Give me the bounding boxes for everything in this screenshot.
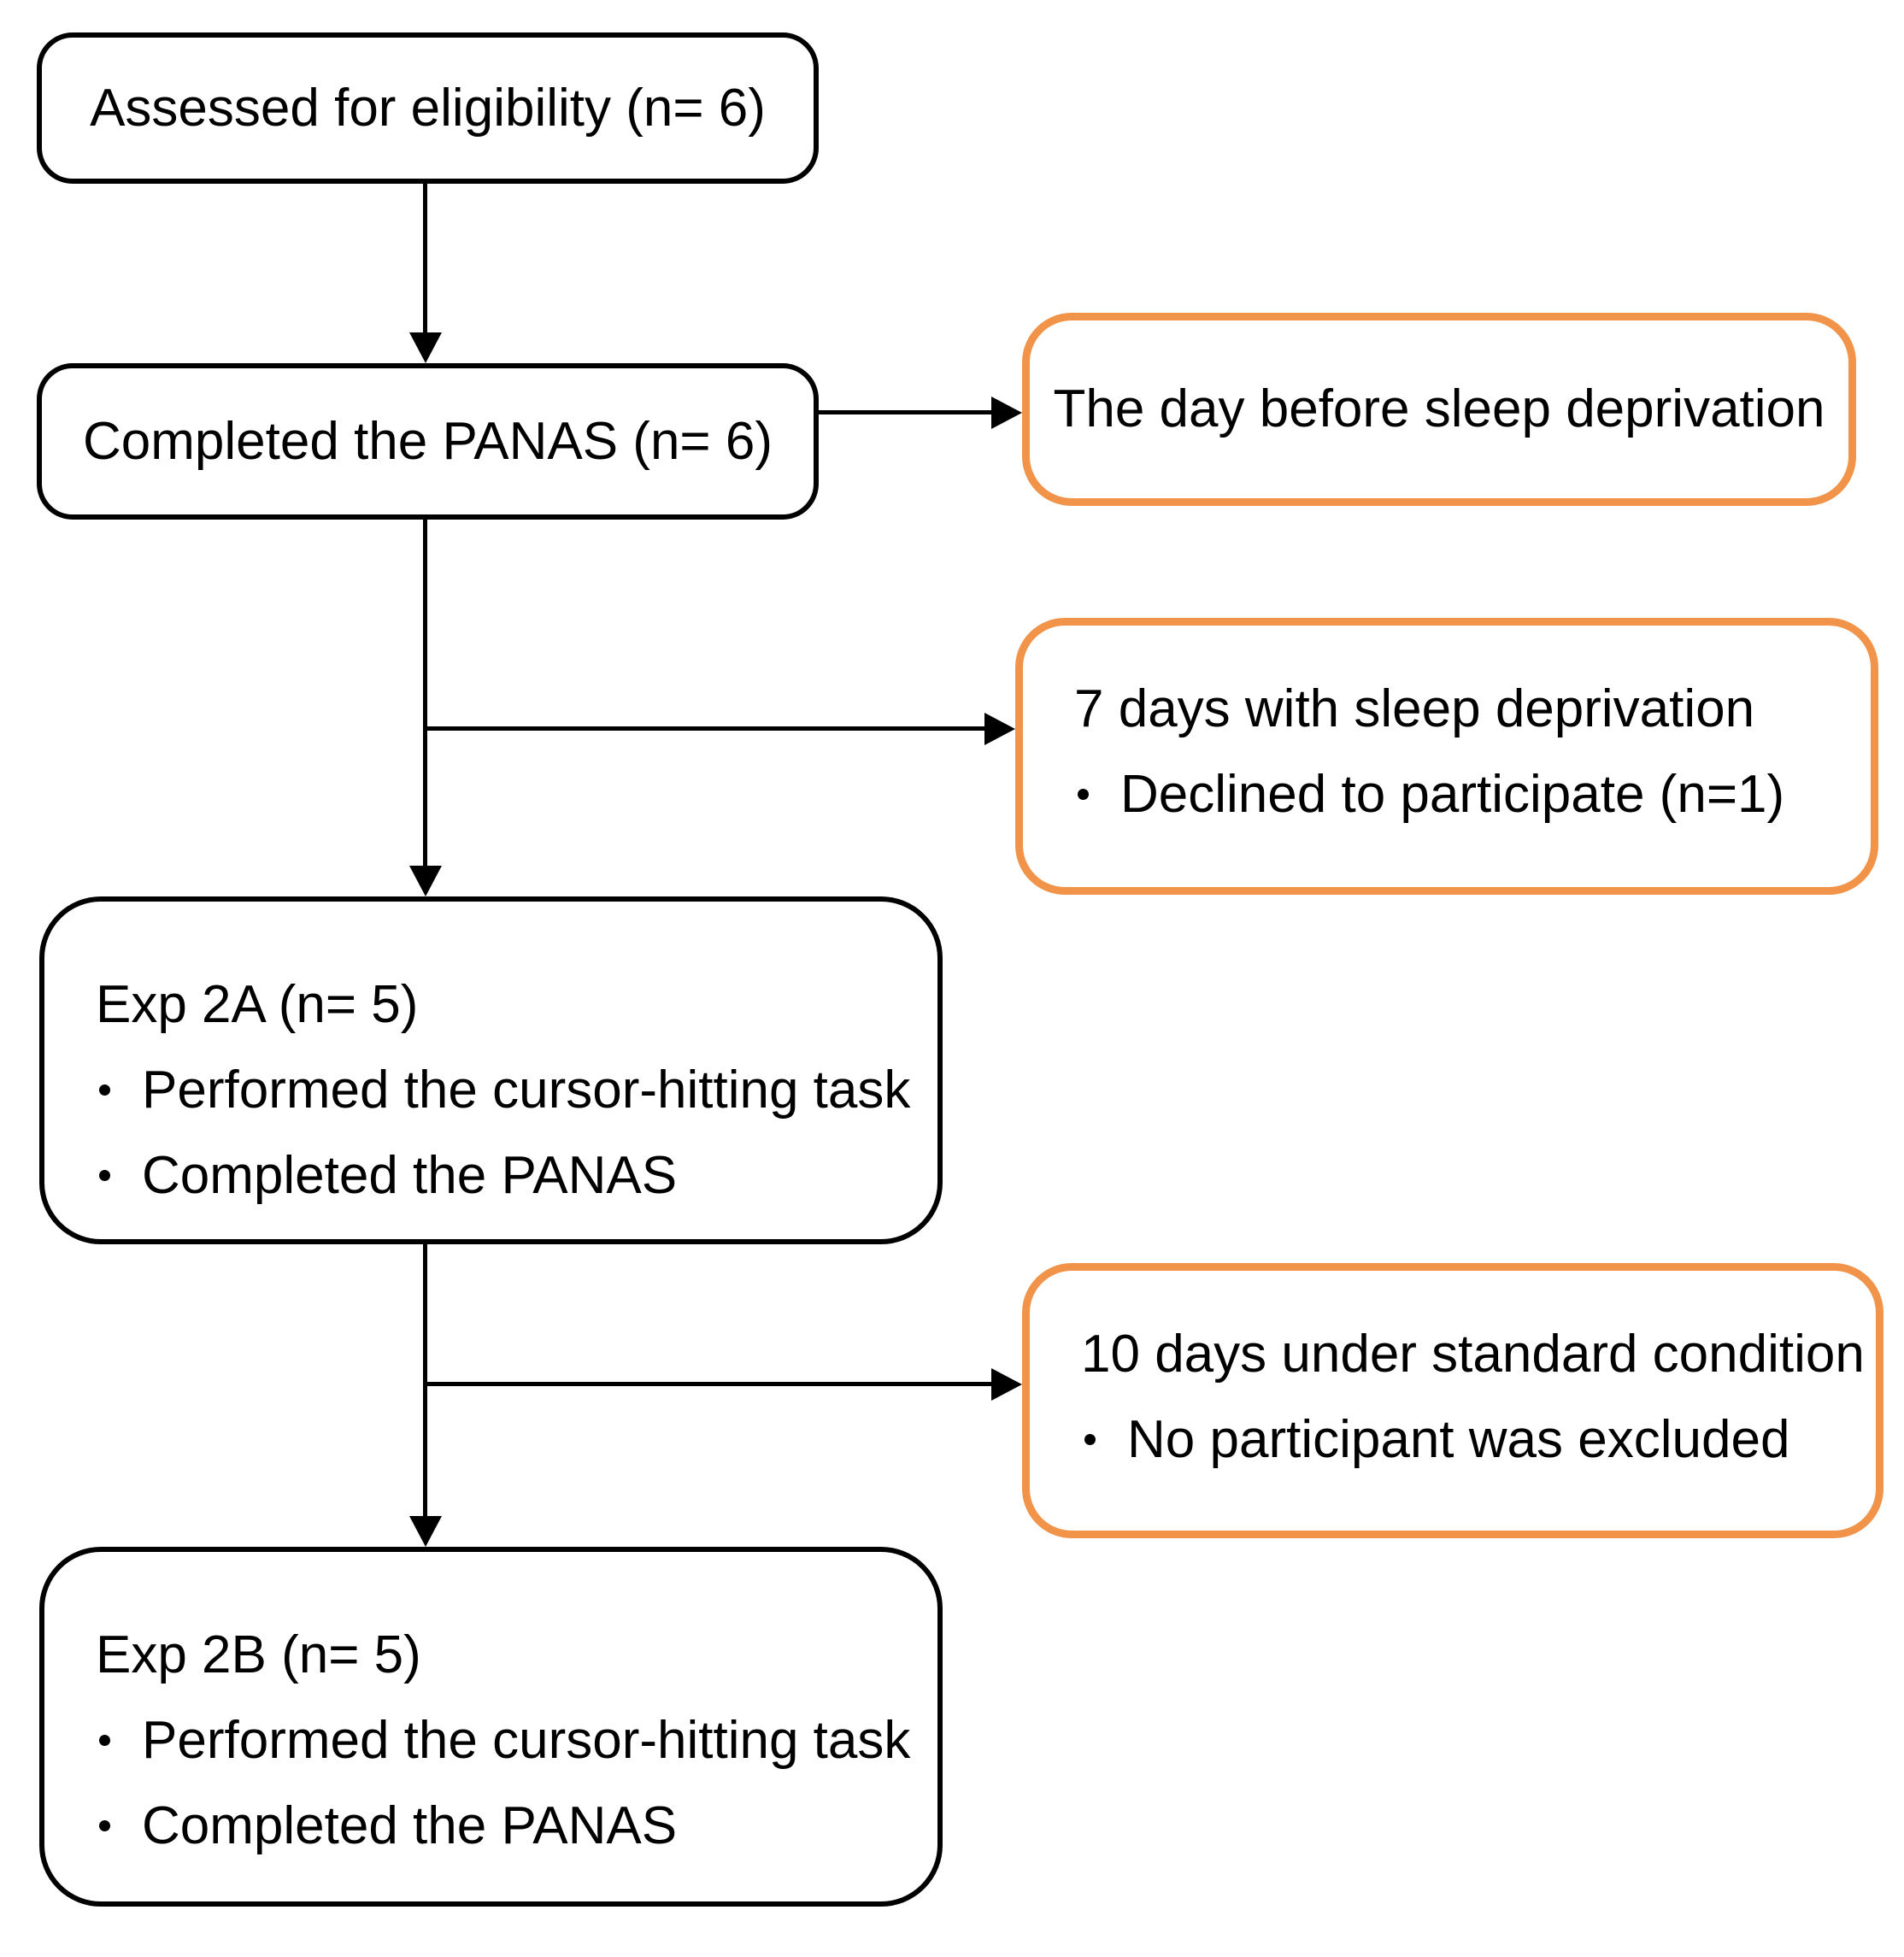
arrow-panas-to-daybefore-line [819,410,993,414]
arrow-exp2a-to-exp2b-line [423,1244,427,1518]
bullet-dot-icon [99,1820,110,1831]
arrow-panas-to-exp2a-head [409,866,442,896]
node-assessed-for-eligibility: Assessed for eligibility (n= 6) [37,32,819,184]
node-7-days-sleep-deprivation: 7 days with sleep deprivation Declined t… [1015,618,1878,895]
node-10-days-standard-condition: 10 days under standard condition No part… [1022,1263,1883,1538]
node-exp2b-bullet-1-text: Performed the cursor-hitting task [142,1711,911,1770]
node-completed-panas-title: Completed the PANAS (n= 6) [83,411,773,471]
node-exp2a-bullet-2: Completed the PANAS [44,1146,937,1206]
arrow-panas-to-daybefore-head [991,397,1022,429]
node-exp2b-title: Exp 2B (n= 5) [96,1625,421,1684]
node-exp2a-bullet-1-text: Performed the cursor-hitting task [142,1061,911,1120]
bullet-dot-icon [99,1735,110,1746]
node-exp2a-bullet-2-text: Completed the PANAS [142,1146,678,1205]
node-sleepdep-bullet-text: Declined to participate (n=1) [1120,765,1785,824]
node-exp2b-bullet-1: Performed the cursor-hitting task [44,1711,937,1771]
node-sleepdep-bullet: Declined to participate (n=1) [1023,765,1871,825]
node-standard-bullet-text: No participant was excluded [1127,1410,1790,1469]
node-standard-title: 10 days under standard condition [1081,1325,1865,1384]
arrow-branch-to-sleepdep-line [426,726,986,731]
node-day-before-sleep-deprivation: The day before sleep deprivation [1022,313,1856,506]
node-completed-panas: Completed the PANAS (n= 6) [37,363,819,520]
node-assessed-title: Assessed for eligibility (n= 6) [90,78,766,138]
arrow-assessed-to-panas-head [409,332,442,363]
arrow-branch-to-standard-line [426,1382,991,1386]
node-exp2a-title: Exp 2A (n= 5) [96,975,419,1034]
node-day-before-title: The day before sleep deprivation [1053,379,1825,438]
arrow-assessed-to-panas-line [423,184,427,335]
node-exp2b-bullet-2-text: Completed the PANAS [142,1796,678,1855]
node-sleepdep-title: 7 days with sleep deprivation [1074,679,1755,738]
node-exp-2b: Exp 2B (n= 5) Performed the cursor-hitti… [39,1547,943,1907]
bullet-dot-icon [99,1084,110,1096]
bullet-dot-icon [1078,789,1089,800]
bullet-dot-icon [1084,1434,1096,1445]
arrow-branch-to-sleepdep-head [984,713,1015,745]
node-exp2b-bullet-2: Completed the PANAS [44,1796,937,1856]
node-exp-2a: Exp 2A (n= 5) Performed the cursor-hitti… [39,896,943,1244]
node-exp2a-bullet-1: Performed the cursor-hitting task [44,1061,937,1120]
arrow-panas-to-exp2a-line [423,520,427,867]
arrow-branch-to-standard-head [991,1368,1022,1401]
bullet-dot-icon [99,1170,110,1181]
arrow-exp2a-to-exp2b-head [409,1516,442,1547]
node-standard-bullet: No participant was excluded [1030,1410,1876,1470]
